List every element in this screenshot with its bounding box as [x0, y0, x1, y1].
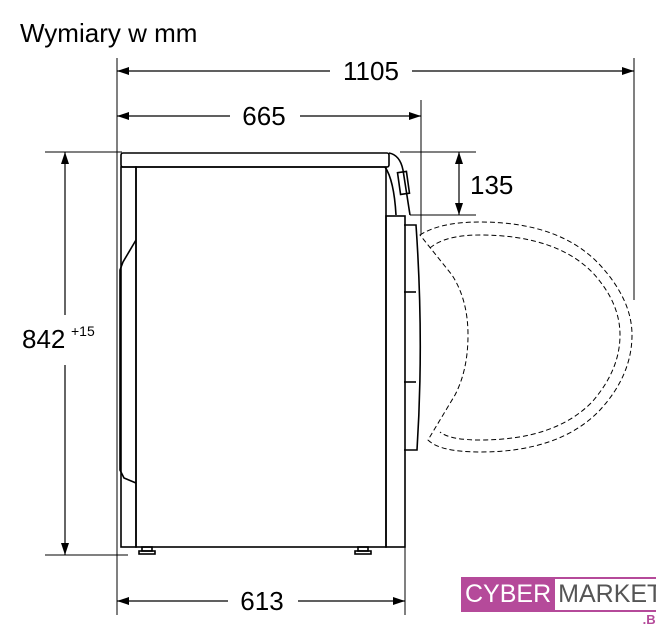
- dim-1105: 1105: [343, 56, 399, 86]
- dim-613: 613: [240, 586, 283, 616]
- dimension-lines: [61, 67, 634, 605]
- door-open-outline: [419, 221, 633, 453]
- logo-part-cyber: CYBER: [461, 577, 556, 612]
- logo-part-market: MARKET: [555, 577, 656, 612]
- dim-135: 135: [470, 170, 513, 200]
- logo-suffix: .BY: [641, 613, 656, 627]
- page-title: Wymiary w mm: [20, 18, 197, 48]
- cybermarket-logo: CYBER MARKET .BY: [461, 577, 656, 627]
- appliance-side-view: [119, 152, 422, 555]
- extension-lines: [45, 58, 635, 615]
- dim-665: 665: [242, 101, 285, 131]
- dim-842-tolerance: +15: [71, 323, 95, 339]
- dim-842: 842: [22, 324, 65, 354]
